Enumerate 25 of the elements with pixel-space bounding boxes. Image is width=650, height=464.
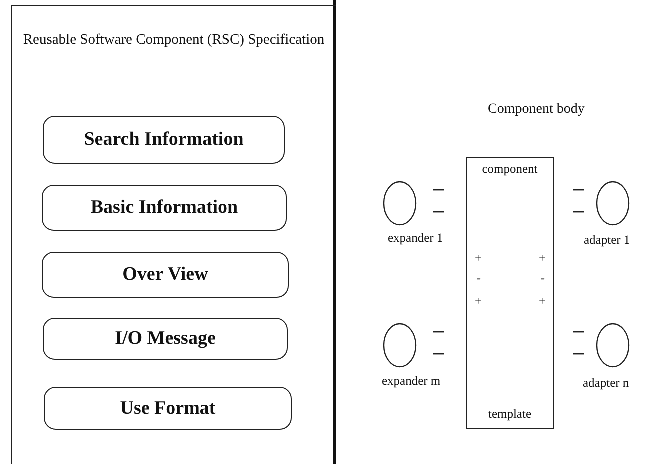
port-sign: + [539,252,546,264]
port-sign: + [475,252,482,264]
specification-panel [11,5,336,464]
component-box [466,157,554,429]
port-sign: + [475,295,482,307]
port-sign: - [477,272,481,284]
port-sign: - [541,272,545,284]
component-label: component [481,162,539,177]
port-oval [596,181,630,226]
port-caption: adapter 1 [584,233,630,248]
component-label: template [487,407,533,422]
port-caption: adapter n [583,376,630,391]
port-oval [383,323,417,368]
port-sign: + [539,295,546,307]
section-button: I/O Message [43,318,288,360]
port-oval [383,181,417,226]
panel-title: Reusable Software Component (RSC) Specification [22,31,326,50]
section-button: Basic Information [42,185,287,231]
port-oval [596,323,630,368]
section-heading: Component body [488,103,585,117]
port-caption: expander 1 [388,231,444,246]
section-button: Use Format [44,387,292,430]
port-caption: expander m [382,374,441,389]
section-button: Search Information [43,116,285,164]
section-button: Over View [42,252,289,298]
